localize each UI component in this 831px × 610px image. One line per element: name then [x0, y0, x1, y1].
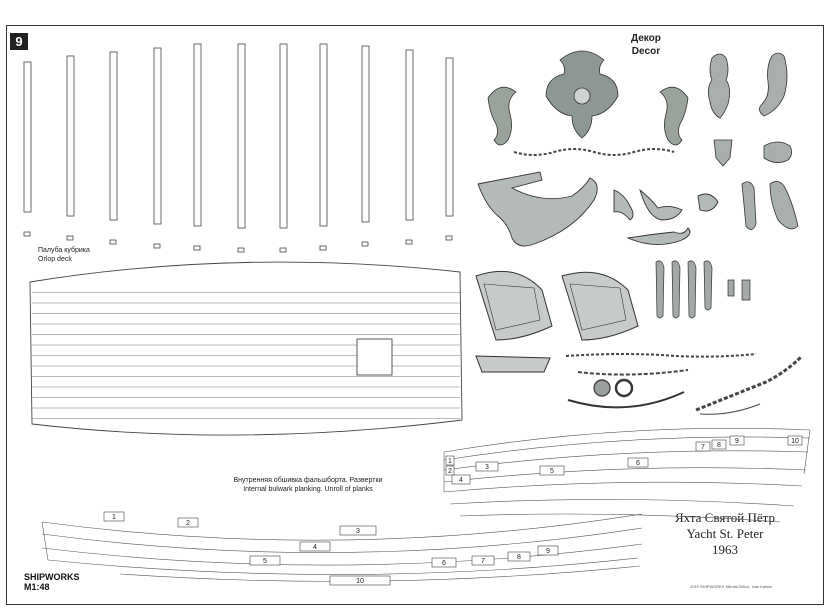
- plank-number-box: [339, 525, 377, 536]
- plank-number: 2: [186, 520, 190, 527]
- curved-rail: [567, 391, 685, 409]
- plank-number-box: [711, 439, 727, 450]
- plank-number: 1: [448, 458, 452, 465]
- small-figures: [655, 260, 751, 319]
- decor-heading-ru: Декор: [631, 33, 661, 44]
- plank-number: 10: [791, 438, 799, 445]
- plank-number: 3: [485, 464, 489, 471]
- model-title-en: Yacht St. Peter: [686, 526, 764, 541]
- deck-beam: [23, 61, 32, 213]
- beam-knee: [361, 241, 369, 247]
- eagle-crest-icon: [545, 50, 619, 139]
- deck-beam: [405, 49, 414, 221]
- plank-number: 5: [550, 468, 554, 475]
- beam-knee: [237, 247, 245, 253]
- plank-number: 4: [313, 544, 317, 551]
- plank-number: 9: [735, 438, 739, 445]
- figure-statue-icon: [708, 52, 799, 230]
- plank-number: 6: [442, 560, 446, 567]
- deck-beam: [361, 45, 370, 223]
- vine-scroll-small: [699, 403, 761, 415]
- beam-knee: [405, 239, 413, 245]
- model-title-block: Яхта Святой Пётр Yacht St. Peter 1963: [650, 510, 800, 558]
- plank-number: 4: [459, 477, 463, 484]
- deck-beam: [319, 43, 328, 227]
- plank-number-box: [507, 551, 531, 562]
- deck-hatch: [356, 338, 393, 376]
- bulwark-planking-label: Внутренняя обшивка фальшборта. Развертки…: [228, 476, 388, 494]
- upper-plank-labels: 1 2 3 4 5 6 7 8 9 10: [445, 435, 803, 485]
- plank-number-box: [475, 461, 499, 472]
- plank-number-box: [787, 435, 803, 446]
- plank-number-box: [539, 465, 565, 476]
- plank-number-box: [329, 575, 391, 586]
- deck-beams-group: [23, 43, 454, 253]
- plank-number-box: [627, 457, 649, 468]
- decor-heading-en: Decor: [631, 46, 661, 57]
- plank-number-box: [445, 465, 455, 476]
- beam-knee: [153, 243, 161, 249]
- garland-icon: [513, 148, 757, 376]
- deck-beam: [445, 57, 454, 217]
- plank-number: 10: [356, 578, 364, 585]
- vine-scroll: [695, 354, 804, 412]
- logo-brand: SHIPWORKS: [24, 572, 80, 582]
- beam-knee: [319, 245, 327, 251]
- deck-beam: [237, 43, 246, 229]
- plank-number-box: [431, 557, 457, 568]
- plank-number-box: [729, 435, 745, 446]
- plank-number: 8: [717, 442, 721, 449]
- model-year: 1963: [712, 542, 738, 557]
- model-title-ru: Яхта Святой Пётр: [674, 510, 776, 525]
- plank-number-box: [103, 511, 125, 522]
- lower-plank-labels: 1 2 3 4 5 6 7 8 9 10: [103, 511, 559, 586]
- plank-number-box: [471, 555, 495, 566]
- gear-rosette-icon: [593, 378, 634, 398]
- plank-number-box: [299, 541, 331, 552]
- dolphin-ornament-icon: [487, 86, 689, 146]
- plank-number: 3: [356, 528, 360, 535]
- orlop-deck-planking: [29, 261, 463, 436]
- deck-beam: [109, 51, 118, 221]
- orlop-deck-label-ru: Палуба кубрика: [38, 247, 90, 254]
- window-panes: [483, 283, 627, 331]
- plank-number-box: [537, 545, 559, 556]
- plank-number-box: [695, 441, 711, 452]
- plank-number-box: [249, 555, 281, 566]
- beam-knee: [445, 235, 453, 241]
- orlop-deck-label: Палуба кубрика Orlop deck: [38, 246, 90, 264]
- plank-number: 9: [546, 548, 550, 555]
- plank-number: 8: [517, 554, 521, 561]
- deck-beam: [66, 55, 75, 217]
- copyright-note: 2019 SHIPWORKS Nikolai Zelius, Ivan Kali…: [690, 584, 773, 589]
- plank-number-box: [445, 455, 455, 466]
- beam-knee: [193, 245, 201, 251]
- stern-carving: [477, 171, 719, 247]
- bulwark-label-ru: Внутренняя обшивка фальшборта. Развертки: [233, 477, 383, 484]
- plank-number-box: [177, 517, 199, 528]
- plank-number: 5: [263, 558, 267, 565]
- deck-beam: [193, 43, 202, 227]
- logo-scale: M1:48: [24, 582, 50, 592]
- plank-number: 2: [448, 468, 452, 475]
- plank-number: 7: [481, 558, 485, 565]
- upper-bulwark-unroll: [443, 428, 811, 523]
- plank-number: 6: [636, 460, 640, 467]
- beam-knee: [23, 231, 31, 237]
- decor-heading: Декор Decor: [631, 32, 661, 58]
- beam-knee: [279, 247, 287, 253]
- plank-number-box: [451, 474, 471, 485]
- beam-knee: [66, 235, 74, 241]
- shipworks-logo: SHIPWORKS M1:48: [24, 572, 80, 592]
- orlop-deck-label-en: Orlop deck: [38, 256, 72, 263]
- beam-knee: [109, 239, 117, 245]
- deck-beam: [279, 43, 288, 229]
- page-number-badge: 9: [10, 33, 28, 50]
- plank-number: 7: [701, 444, 705, 451]
- bulwark-label-en: Internal bulwark planking. Unroll of pla…: [243, 486, 373, 493]
- window-frame-icon: [475, 270, 639, 373]
- deck-beam: [153, 47, 162, 225]
- plank-number: 1: [112, 514, 116, 521]
